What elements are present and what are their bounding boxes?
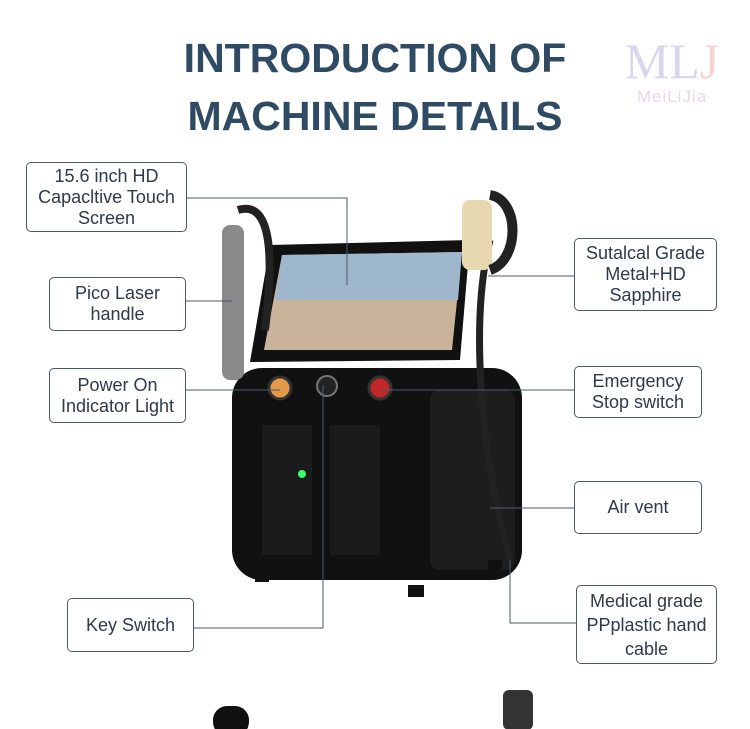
power-light	[267, 375, 293, 401]
handle-holder	[487, 190, 518, 275]
callout-pico-handle: Pico Laser handle	[49, 277, 186, 331]
callout-touch-screen: 15.6 inch HD Capacltive Touch Screen	[26, 162, 187, 232]
pico-handle	[222, 225, 244, 380]
pico-cable	[236, 204, 274, 331]
leader-lines	[186, 197, 576, 629]
callout-cable: Medical grade PPplastic hand cable	[576, 585, 717, 664]
callout-air-vent: Air vent	[574, 481, 702, 534]
vent-left	[262, 425, 312, 555]
callout-key-switch: Key Switch	[67, 598, 194, 652]
next-product-handle	[503, 690, 533, 729]
green-led	[298, 470, 306, 478]
logo-name: MeiLiJia	[636, 87, 708, 106]
title-line-2: MACHINE DETAILS	[187, 93, 563, 139]
brand-logo: MLJ MeiLiJia	[602, 35, 742, 107]
screen-sky	[275, 252, 462, 300]
air-vent	[430, 390, 515, 570]
logo-mark: MLJ	[624, 33, 720, 89]
foot	[488, 560, 502, 570]
emergency-stop	[367, 375, 393, 401]
callout-power-light: Power On Indicator Light	[49, 368, 186, 423]
foot	[408, 585, 424, 597]
callout-emergency: Emergency Stop switch	[574, 366, 702, 418]
title-line-1: INTRODUCTION OF	[183, 35, 567, 81]
vent-center	[330, 425, 380, 555]
hand-cable	[476, 239, 514, 561]
foot	[255, 572, 269, 582]
key-switch	[316, 375, 338, 397]
callout-sapphire: Sutalcal Grade Metal+HD Sapphire	[574, 238, 717, 311]
sapphire-handle	[462, 200, 492, 270]
next-product-handle	[213, 706, 249, 729]
